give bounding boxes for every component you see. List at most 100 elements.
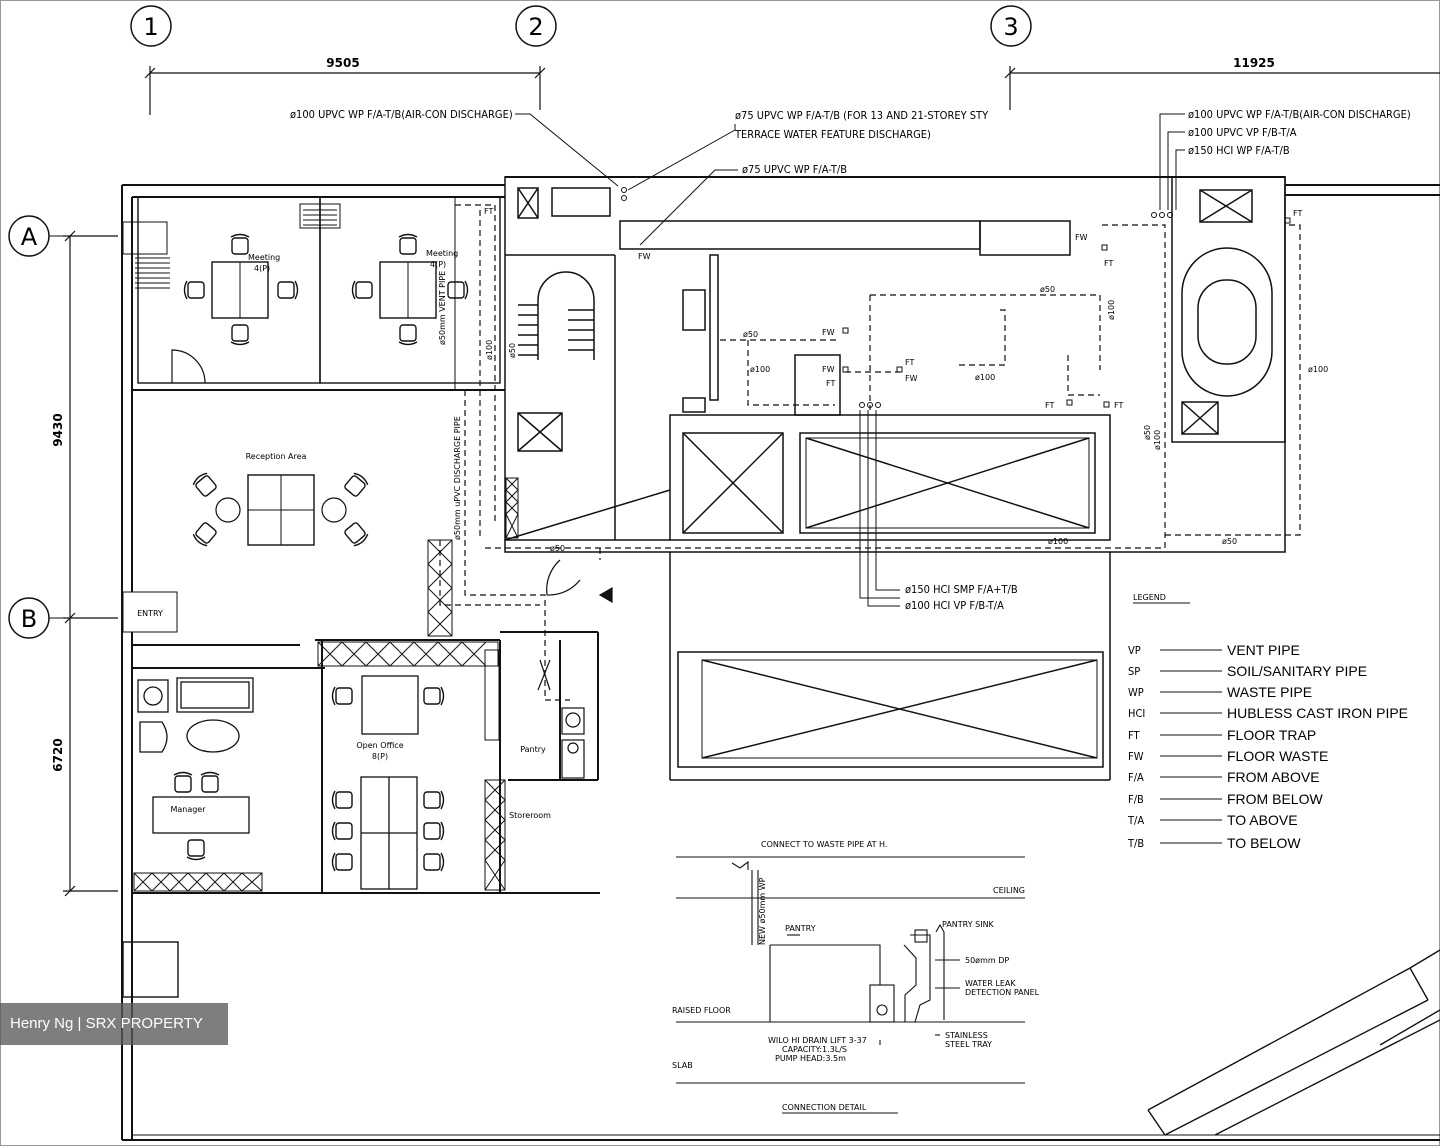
meeting-room-2-label: Meeting bbox=[426, 249, 458, 258]
discharge-pipe-label: ø50mm uPVC DISCHARGE PIPE bbox=[453, 416, 462, 540]
legend-row: F/B FROM BELOW bbox=[1128, 791, 1323, 807]
legend-row: FT FLOOR TRAP bbox=[1128, 727, 1316, 743]
detail-new-pipe-label: NEW ø50mm WP bbox=[758, 877, 767, 945]
meeting-room-2-capacity: 4(P) bbox=[430, 260, 446, 269]
grid-bubble-b: B bbox=[8, 597, 50, 639]
legend-row: FW FLOOR WASTE bbox=[1128, 748, 1328, 764]
callout-c8: ø100 HCI VP F/B-T/A bbox=[905, 599, 1004, 612]
floor-waste-label: FW bbox=[822, 365, 835, 374]
callout-c5: ø100 UPVC VP F/B-T/A bbox=[1188, 126, 1297, 139]
legend-desc: SOIL/SANITARY PIPE bbox=[1227, 663, 1367, 679]
detail-pantry-sink-label: PANTRY SINK bbox=[942, 920, 995, 929]
reception-area: Reception Area bbox=[191, 452, 370, 549]
grid-label-a: A bbox=[21, 223, 38, 251]
grid-bubble-a: A bbox=[8, 215, 50, 257]
legend-desc: FROM BELOW bbox=[1227, 791, 1323, 807]
building-walls bbox=[121, 176, 1440, 1141]
detail-connect-label: CONNECT TO WASTE PIPE AT H. bbox=[761, 840, 887, 849]
detail-slab-label: SLAB bbox=[672, 1061, 693, 1070]
pipe-size-label: ø50 bbox=[1143, 425, 1152, 440]
grid-label-2: 2 bbox=[528, 13, 543, 41]
detail-ceiling-label: CEILING bbox=[993, 886, 1025, 895]
detail-dp-label: 50ømm DP bbox=[965, 956, 1009, 965]
legend-code: HCI bbox=[1128, 707, 1145, 720]
pipe-size-label: ø100 bbox=[1048, 537, 1068, 546]
grid-label-3: 3 bbox=[1003, 13, 1018, 41]
grille-vents bbox=[122, 203, 341, 289]
detail-raised-floor-label: RAISED FLOOR bbox=[672, 1006, 731, 1015]
callout-c2a: ø75 UPVC WP F/A-T/B (FOR 13 AND 21-STORE… bbox=[735, 109, 989, 122]
pipe-size-label: ø50 bbox=[1040, 285, 1055, 294]
meeting-room-1: Meeting 4(P) bbox=[171, 233, 299, 384]
structure-misc bbox=[122, 941, 1440, 1136]
manager-room bbox=[137, 677, 254, 861]
storeroom-label: Storeroom bbox=[509, 811, 551, 820]
legend-code: VP bbox=[1128, 644, 1141, 657]
open-office bbox=[331, 675, 445, 890]
legend-row: WP WASTE PIPE bbox=[1128, 684, 1312, 700]
grid-bubble-2: 2 bbox=[515, 5, 557, 47]
pipe-size-label: ø100 bbox=[1308, 365, 1328, 374]
dim-9505: 9505 bbox=[326, 56, 359, 70]
pipework bbox=[439, 204, 1301, 701]
legend-desc: HUBLESS CAST IRON PIPE bbox=[1227, 705, 1408, 721]
pipe-size-label: ø50 bbox=[743, 330, 758, 339]
pipe-size-label: ø50 bbox=[508, 343, 517, 358]
dim-9430: 9430 bbox=[51, 413, 65, 446]
grid-bubble-1: 1 bbox=[130, 5, 172, 47]
callout-c4: ø100 UPVC WP F/A-T/B(AIR-CON DISCHARGE) bbox=[1188, 108, 1411, 121]
dim-11925: 11925 bbox=[1233, 56, 1275, 70]
main-door bbox=[546, 559, 613, 604]
floor-trap-label: FT bbox=[905, 358, 914, 367]
pipe-size-label: ø100 bbox=[485, 340, 494, 360]
grid-label-1: 1 bbox=[143, 13, 158, 41]
legend-row: HCI HUBLESS CAST IRON PIPE bbox=[1128, 705, 1408, 721]
floor-trap-label: FT bbox=[826, 379, 835, 388]
detail-tray-label: STEEL TRAY bbox=[945, 1040, 992, 1049]
manager-label: Manager bbox=[170, 805, 206, 814]
detail-pump-label: PUMP HEAD:3.5m bbox=[775, 1054, 846, 1063]
pantry-label: Pantry bbox=[520, 745, 546, 754]
legend-desc: FROM ABOVE bbox=[1227, 769, 1320, 785]
callout-c2b: TERRACE WATER FEATURE DISCHARGE) bbox=[734, 128, 931, 141]
pipe-size-label: ø50 bbox=[550, 544, 565, 553]
detail-pump-label: WILO HI DRAIN LIFT 3-37 bbox=[768, 1036, 867, 1045]
legend-row: T/A TO ABOVE bbox=[1127, 812, 1298, 828]
detail-tray-label: STAINLESS bbox=[945, 1031, 988, 1040]
legend-row: T/B TO BELOW bbox=[1127, 835, 1301, 851]
callout-c6: ø150 HCI WP F/A-T/B bbox=[1188, 144, 1290, 157]
floor-waste-label: FW bbox=[822, 328, 835, 337]
callout-c3: ø75 UPVC WP F/A-T/B bbox=[742, 163, 847, 176]
meeting-room-1-label: Meeting bbox=[248, 253, 280, 262]
legend-code: T/B bbox=[1127, 837, 1144, 850]
callout-leaders bbox=[515, 113, 1185, 607]
legend-code: SP bbox=[1128, 665, 1140, 678]
callout-c7: ø150 HCI SMP F/A+T/B bbox=[905, 583, 1018, 596]
open-office-capacity: 8(P) bbox=[372, 752, 388, 761]
service-core bbox=[504, 176, 1286, 781]
legend-code: F/A bbox=[1128, 771, 1144, 784]
legend-code: F/B bbox=[1128, 793, 1144, 806]
pantry bbox=[537, 659, 585, 779]
vent-pipe-label: ø50mm VENT PIPE bbox=[438, 271, 447, 345]
legend-code: WP bbox=[1128, 686, 1144, 699]
legend-desc: TO ABOVE bbox=[1227, 812, 1298, 828]
legend-code: FT bbox=[1128, 729, 1141, 742]
detail-title: CONNECTION DETAIL bbox=[782, 1103, 867, 1112]
entry-label: ENTRY bbox=[137, 609, 163, 618]
pipe-size-label: ø100 bbox=[975, 373, 995, 382]
legend-desc: TO BELOW bbox=[1227, 835, 1301, 851]
connection-detail bbox=[676, 856, 1025, 1084]
floor-trap-label: FT bbox=[1114, 401, 1123, 410]
detail-pump-label: CAPACITY:1.3L/S bbox=[782, 1045, 847, 1054]
legend-desc: FLOOR TRAP bbox=[1227, 727, 1316, 743]
legend-title: LEGEND bbox=[1133, 593, 1166, 602]
floor-waste-label: FW bbox=[638, 252, 651, 261]
legend: LEGEND VP VENT PIPE SP SOIL/SANITARY PIP… bbox=[1127, 593, 1408, 851]
floor-trap-label: FT bbox=[484, 207, 493, 216]
grid-label-b: B bbox=[21, 605, 37, 633]
pipe-size-label: ø50 bbox=[1222, 537, 1237, 546]
legend-desc: FLOOR WASTE bbox=[1227, 748, 1328, 764]
floor-trap-label: FT bbox=[1293, 209, 1302, 218]
pipe-size-label: ø100 bbox=[1107, 300, 1116, 320]
